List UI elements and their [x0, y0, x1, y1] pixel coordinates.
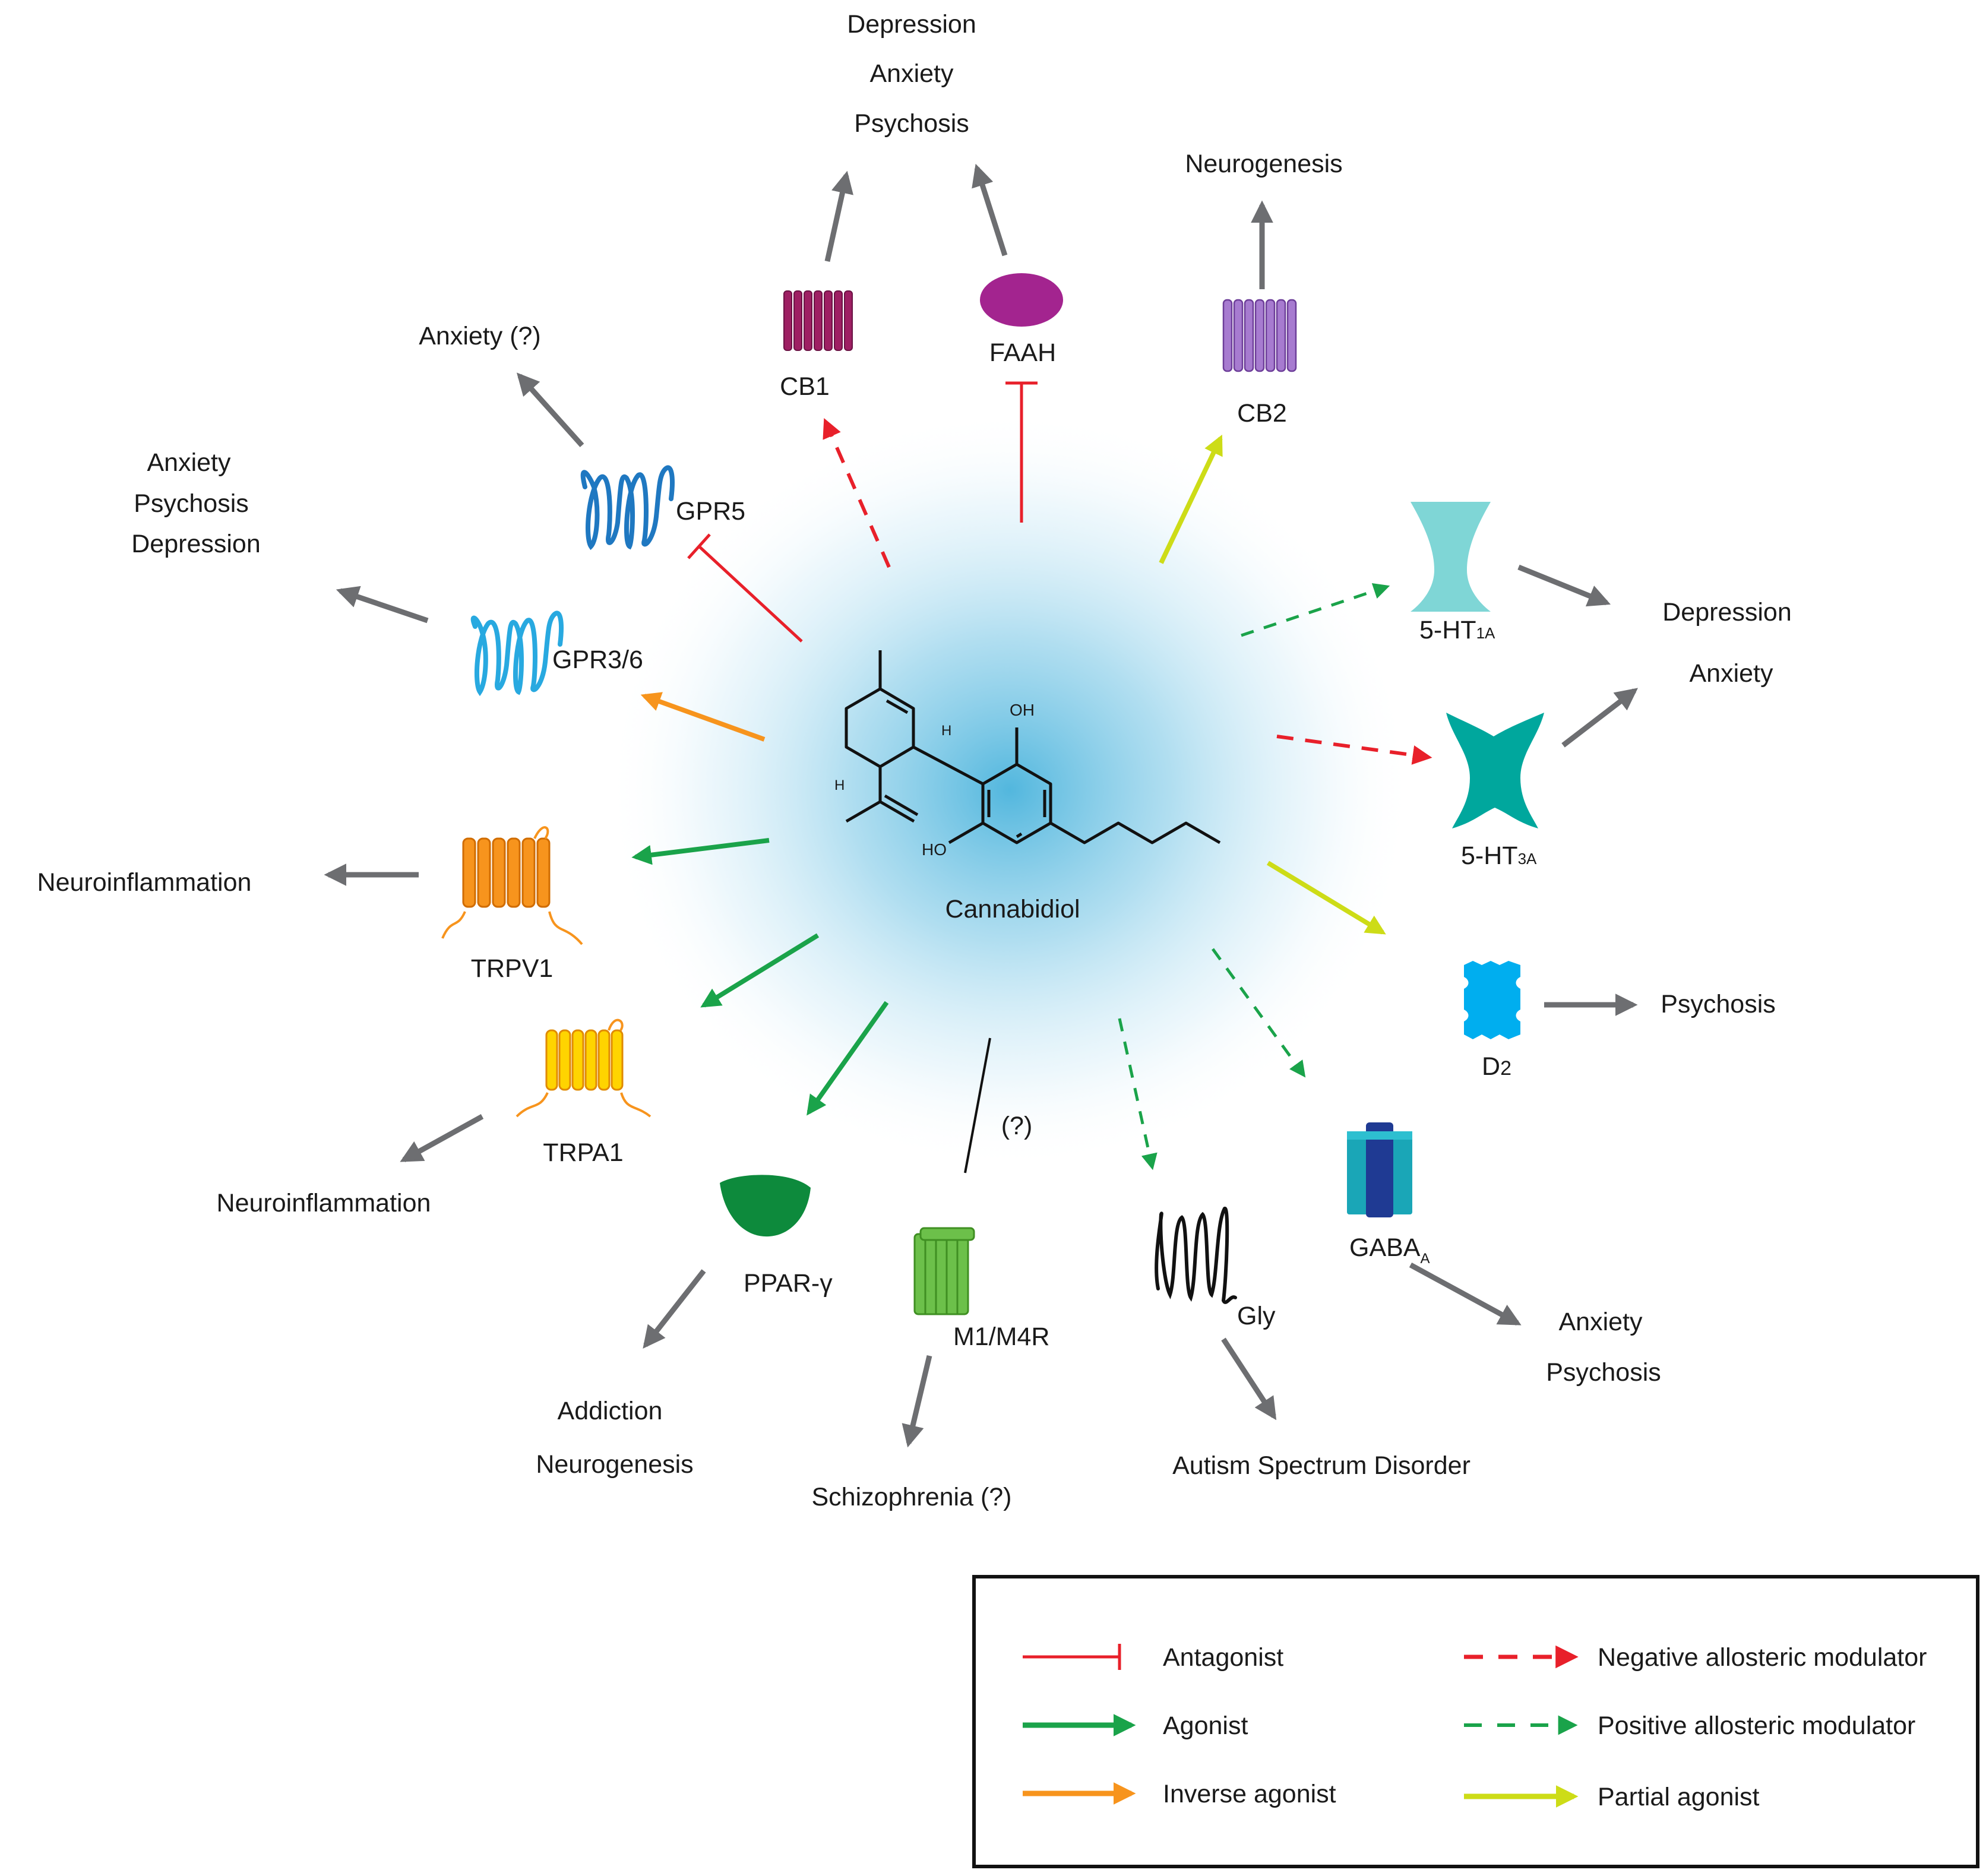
outcome-gpr36-2: Psychosis	[134, 489, 249, 518]
ppar-gamma-icon	[720, 1175, 811, 1237]
cb2-partial-agonist-line	[1159, 434, 1223, 564]
m1m4-unknown-line	[964, 1037, 991, 1173]
gpr36-receptor-icon	[470, 610, 564, 697]
trpa1-agonist-line	[700, 933, 820, 1008]
effect-arrows	[324, 163, 1638, 1448]
legend-agonist: Agonist	[1163, 1712, 1248, 1740]
m1m4-label: M1/M4R	[953, 1323, 1049, 1351]
gpr5-antagonist-line	[698, 545, 803, 643]
faah-enzyme-icon	[980, 273, 1063, 327]
trpv1-channel-icon	[462, 837, 551, 908]
ht3a-label: 5-HT3A	[1461, 841, 1537, 870]
d2-receptor-icon	[1464, 961, 1520, 1039]
outcome-trpv1: Neuroinflammation	[37, 868, 252, 897]
outcome-cb2: Neurogenesis	[1185, 150, 1342, 178]
ht1a-label: 5-HT1A	[1419, 616, 1495, 644]
interaction-lines	[631, 381, 1432, 1173]
cbd-label: Cannabidiol	[945, 895, 1080, 923]
cbd-oh-label: OH	[1010, 701, 1035, 719]
cbd-ho-label: HO	[922, 840, 947, 859]
cb2-label: CB2	[1237, 399, 1287, 428]
legend-inverse-agonist: Inverse agonist	[1163, 1780, 1336, 1808]
outcome-gaba-2: Psychosis	[1546, 1358, 1661, 1387]
gly-label: Gly	[1237, 1302, 1276, 1330]
legend-partial-agonist: Partial agonist	[1598, 1783, 1760, 1811]
outcome-ht-2: Anxiety	[1689, 659, 1773, 688]
gpr36-label: GPR3/6	[552, 646, 643, 674]
outcome-top-1: Depression	[847, 10, 976, 39]
legend-nam: Negative allosteric modulator	[1598, 1643, 1927, 1672]
cbd-h2-label: H	[834, 777, 845, 793]
outcome-top-2: Anxiety	[869, 59, 954, 88]
ppar-label: PPAR-γ	[744, 1269, 833, 1298]
outcome-trpa1: Neuroinflammation	[217, 1189, 431, 1217]
gpr36-inverse-agonist-line	[640, 692, 766, 742]
m1m4-uncertain-label: (?)	[1001, 1112, 1033, 1140]
outcome-ht-1: Depression	[1662, 598, 1792, 627]
outcome-ppar-1: Addiction	[558, 1397, 663, 1425]
outcome-gly: Autism Spectrum Disorder	[1172, 1451, 1470, 1480]
gpr5-receptor-icon	[580, 465, 675, 551]
cb1-label: CB1	[780, 372, 830, 401]
legend-antagonist: Antagonist	[1163, 1643, 1283, 1672]
cb1-receptor-icon	[783, 290, 853, 351]
faah-label: FAAH	[989, 338, 1056, 367]
legend: Antagonist Agonist Inverse agonist Negat…	[972, 1575, 1979, 1868]
gly-receptor-icon	[1155, 1206, 1237, 1304]
ht1a-receptor-icon	[1411, 502, 1491, 612]
d2-label: D2	[1482, 1052, 1511, 1081]
trpv1-label: TRPV1	[471, 954, 554, 983]
ht1a-pam-line	[1241, 583, 1390, 637]
outcome-gpr5: Anxiety (?)	[419, 322, 541, 350]
outcome-gpr36-1: Anxiety	[147, 448, 231, 477]
ppar-agonist-line	[807, 1001, 889, 1116]
gpr5-label: GPR5	[676, 497, 745, 526]
gaba-a-receptor-icon	[1347, 1122, 1412, 1217]
legend-box	[972, 1575, 1979, 1868]
cb2-receptor-icon	[1222, 299, 1297, 372]
outcome-top-3: Psychosis	[854, 109, 969, 138]
outcome-ppar-2: Neurogenesis	[536, 1450, 693, 1479]
gly-pam-line	[1118, 1018, 1158, 1170]
m1m4-receptor-icon	[913, 1227, 975, 1315]
outcome-m1m4: Schizophrenia (?)	[811, 1483, 1011, 1511]
outcome-d2: Psychosis	[1661, 990, 1776, 1018]
trpa1-label: TRPA1	[543, 1138, 623, 1167]
trpa1-channel-icon	[545, 1029, 624, 1091]
ht3a-nam-line	[1276, 735, 1432, 765]
gaba-label: GABAA	[1349, 1233, 1430, 1267]
gaba-pam-line	[1211, 948, 1306, 1078]
outcome-gpr36-3: Depression	[131, 530, 261, 558]
ht3a-receptor-icon	[1446, 713, 1544, 828]
d2-partial-agonist-line	[1266, 861, 1386, 935]
cbd-molecule	[845, 650, 1221, 844]
legend-pam: Positive allosteric modulator	[1598, 1712, 1915, 1740]
trpv1-agonist-line	[631, 838, 770, 865]
cbd-h1-label: H	[941, 723, 951, 739]
cbd-glow	[606, 410, 1413, 1170]
outcome-gaba-1: Anxiety	[1558, 1308, 1643, 1336]
